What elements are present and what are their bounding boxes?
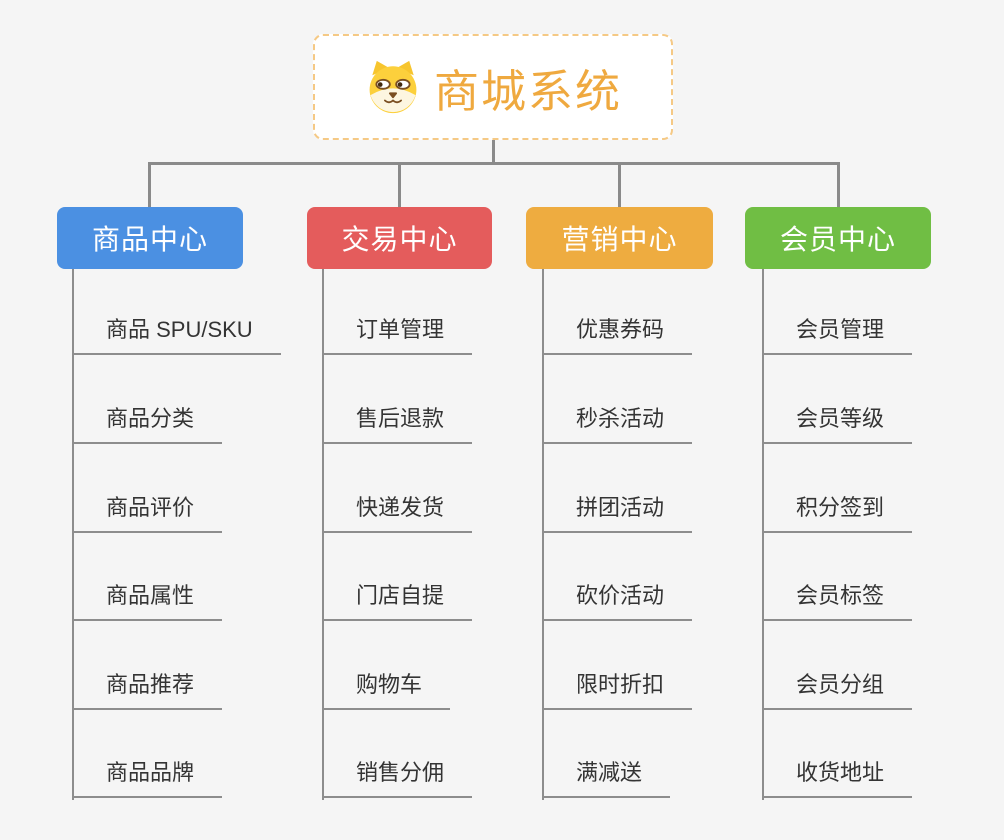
- topic-item[interactable]: 会员分组: [762, 670, 913, 710]
- root-stem-line: [492, 140, 495, 164]
- branch-bus-line: [149, 162, 840, 165]
- branch-drop-line: [837, 162, 840, 209]
- topic-item[interactable]: 商品品牌: [72, 758, 223, 798]
- topic-item[interactable]: 商品分类: [72, 404, 223, 444]
- branch-trunk-line: [322, 269, 324, 800]
- branch-node-products[interactable]: 商品中心: [57, 207, 243, 269]
- topic-item[interactable]: 订单管理: [322, 315, 473, 355]
- dog-icon: [364, 60, 422, 114]
- topic-item[interactable]: 门店自提: [322, 581, 473, 621]
- topic-item[interactable]: 商品评价: [72, 493, 223, 533]
- branch-node-members[interactable]: 会员中心: [745, 207, 931, 269]
- topic-item[interactable]: 会员等级: [762, 404, 913, 444]
- topic-item[interactable]: 收货地址: [762, 758, 913, 798]
- branch-drop-line: [618, 162, 621, 209]
- topic-item[interactable]: 商品属性: [72, 581, 223, 621]
- branch-drop-line: [148, 162, 151, 209]
- topic-item[interactable]: 购物车: [322, 670, 451, 710]
- topic-item[interactable]: 秒杀活动: [542, 404, 693, 444]
- topic-item[interactable]: 商品 SPU/SKU: [72, 315, 281, 355]
- topic-item[interactable]: 销售分佣: [322, 758, 473, 798]
- branch-label: 会员中心: [779, 224, 896, 255]
- topic-item[interactable]: 优惠券码: [542, 315, 693, 355]
- topic-item[interactable]: 积分签到: [762, 493, 913, 533]
- root-node[interactable]: 商城系统: [313, 34, 673, 140]
- branch-trunk-line: [762, 269, 764, 800]
- root-title: 商城系统: [433, 65, 622, 117]
- topic-item[interactable]: 限时折扣: [542, 670, 693, 710]
- branch-node-marketing[interactable]: 营销中心: [526, 207, 713, 269]
- topic-item[interactable]: 满减送: [542, 758, 671, 798]
- topic-item[interactable]: 商品推荐: [72, 670, 223, 710]
- branch-trunk-line: [542, 269, 544, 800]
- branch-label: 商品中心: [91, 224, 208, 255]
- branch-label: 营销中心: [561, 224, 678, 255]
- topic-item[interactable]: 拼团活动: [542, 493, 693, 533]
- branch-label: 交易中心: [341, 224, 458, 255]
- topic-item[interactable]: 售后退款: [322, 404, 473, 444]
- branch-drop-line: [398, 162, 401, 209]
- topic-item[interactable]: 快递发货: [322, 493, 473, 533]
- topic-item[interactable]: 会员标签: [762, 581, 913, 621]
- branch-node-trade[interactable]: 交易中心: [307, 207, 492, 269]
- topic-item[interactable]: 会员管理: [762, 315, 913, 355]
- topic-item[interactable]: 砍价活动: [542, 581, 693, 621]
- branch-trunk-line: [72, 269, 74, 800]
